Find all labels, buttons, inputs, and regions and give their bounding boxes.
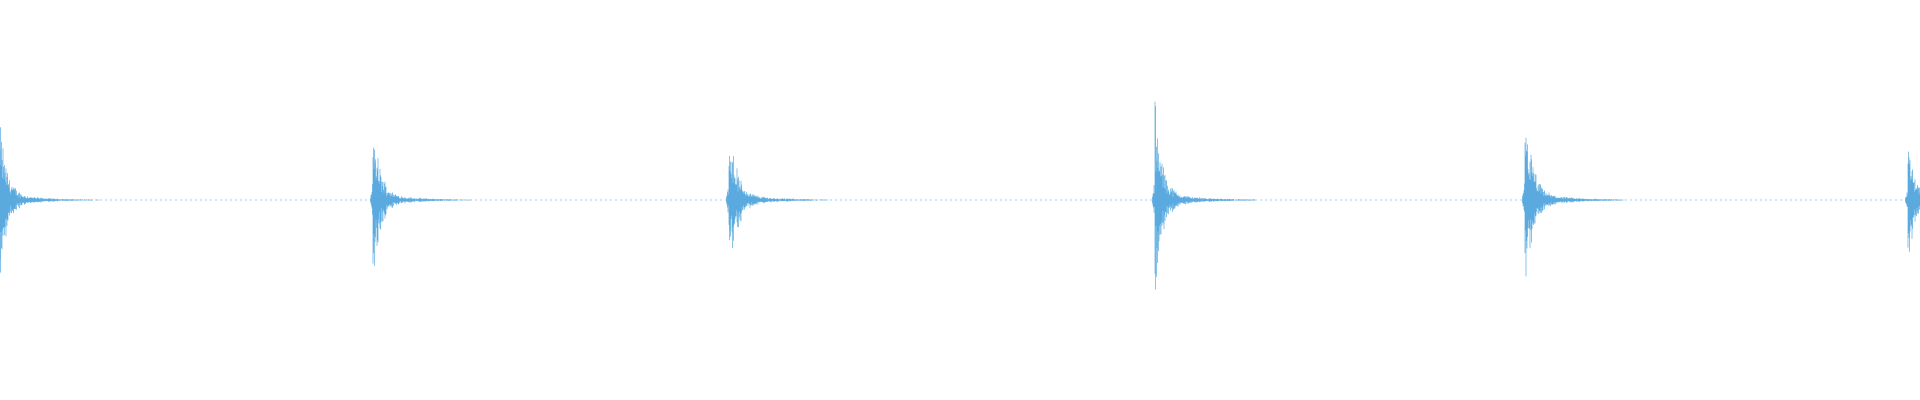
transient-burst-3	[726, 155, 829, 248]
transient-4	[1152, 101, 1255, 290]
transient-burst-5	[1522, 137, 1625, 277]
transient-layer	[0, 101, 1920, 290]
transient-2	[370, 147, 472, 266]
transient-burst-1	[0, 127, 100, 273]
transient-burst-6	[1905, 151, 1920, 252]
transient-1	[0, 127, 100, 273]
transient-3	[726, 155, 829, 248]
transient-5	[1522, 137, 1625, 277]
transient-burst-2	[370, 147, 472, 266]
transient-burst-4	[1152, 101, 1255, 290]
transient-6	[1905, 151, 1920, 252]
